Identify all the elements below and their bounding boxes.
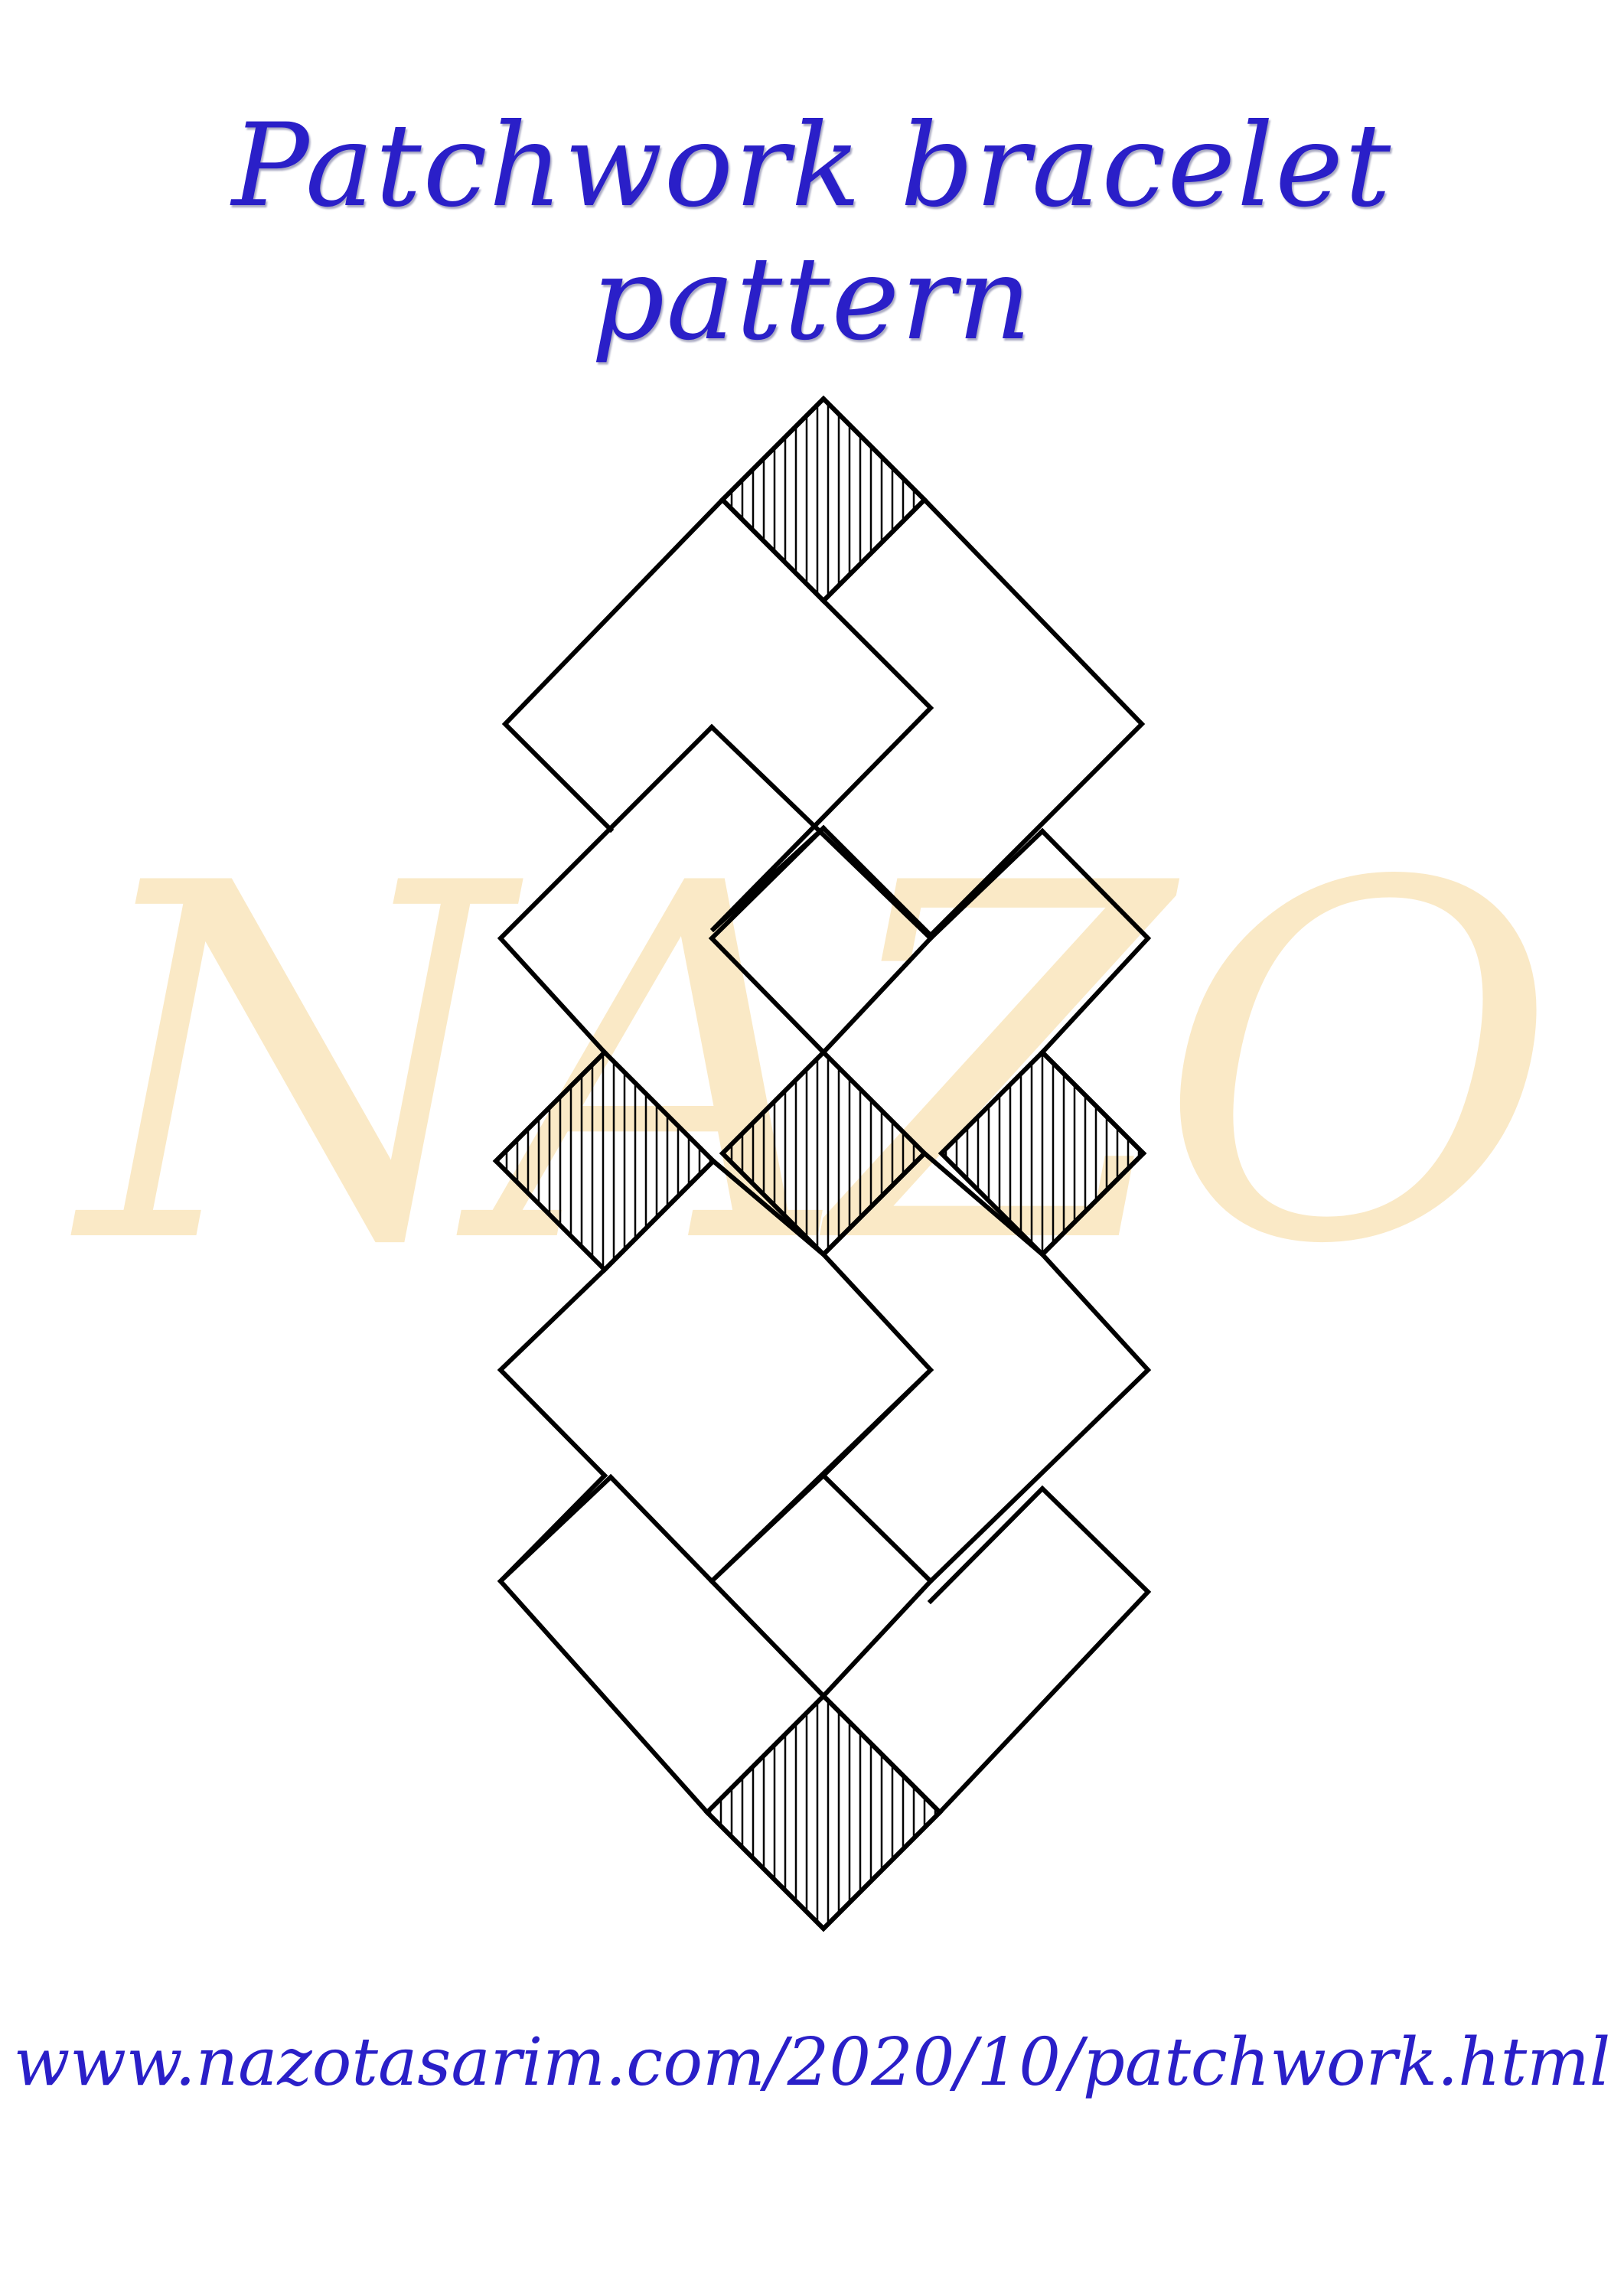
page-title: Patchwork bracelet pattern <box>231 99 1393 366</box>
source-url: www.nazotasarim.com/2020/10/patchwork.ht… <box>13 2024 1611 2101</box>
pattern-outline <box>492 395 1152 1932</box>
hatched-square-bottom <box>703 1692 944 1932</box>
hatched-square-mid-center <box>719 1049 928 1258</box>
hatched-square-mid-right <box>938 1049 1147 1258</box>
hatched-square-top <box>719 395 928 605</box>
hatched-square-mid-left <box>492 1049 717 1274</box>
